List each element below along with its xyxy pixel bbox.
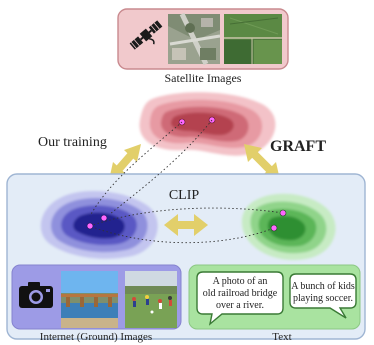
bubble-1-line-2: old railroad bridge — [203, 288, 278, 299]
caption-bubble-2: A bunch of kids playing soccer. — [289, 273, 357, 319]
satellite-panel: Satellite Images — [117, 8, 289, 85]
text-caption: Text — [272, 331, 291, 343]
link-ground-text-1 — [89, 207, 284, 227]
our-training-label: Our training — [38, 135, 107, 150]
satellite-image-2 — [224, 14, 282, 64]
ground-images-panel — [11, 264, 182, 330]
text-embedding-blob — [241, 193, 336, 260]
ground-caption: Internet (Ground) Images — [40, 331, 152, 343]
ground-embedding-blob — [40, 191, 158, 259]
satellite-icon — [129, 20, 163, 50]
bubble-1-line-1: A photo of an — [213, 276, 268, 287]
link-sat2-ground — [109, 119, 213, 215]
text-point-1 — [279, 209, 287, 217]
embedding-links — [89, 119, 284, 244]
graft-label: GRAFT — [270, 138, 326, 155]
satellite-image-1 — [168, 12, 221, 66]
bubble-1-line-3: over a river. — [216, 300, 264, 311]
camera-icon — [19, 282, 53, 308]
clip-label: CLIP — [169, 188, 200, 203]
caption-bubble-1: A photo of an old railroad bridge over a… — [196, 271, 284, 326]
clip-arrow — [164, 214, 208, 236]
soccer-photo — [125, 271, 177, 328]
link-ground-text-2 — [94, 227, 275, 244]
bubble-2-line-2: playing soccer. — [293, 293, 353, 304]
satellite-caption: Satellite Images — [165, 71, 242, 85]
text-point-2 — [270, 224, 278, 232]
text-panel: A photo of an old railroad bridge over a… — [188, 264, 361, 330]
satellite-embedding-blob — [139, 92, 276, 156]
bridge-photo — [61, 271, 118, 328]
ground-point-2 — [100, 214, 108, 222]
bubble-2-line-1: A bunch of kids — [291, 281, 355, 292]
ground-point-1 — [86, 222, 94, 230]
